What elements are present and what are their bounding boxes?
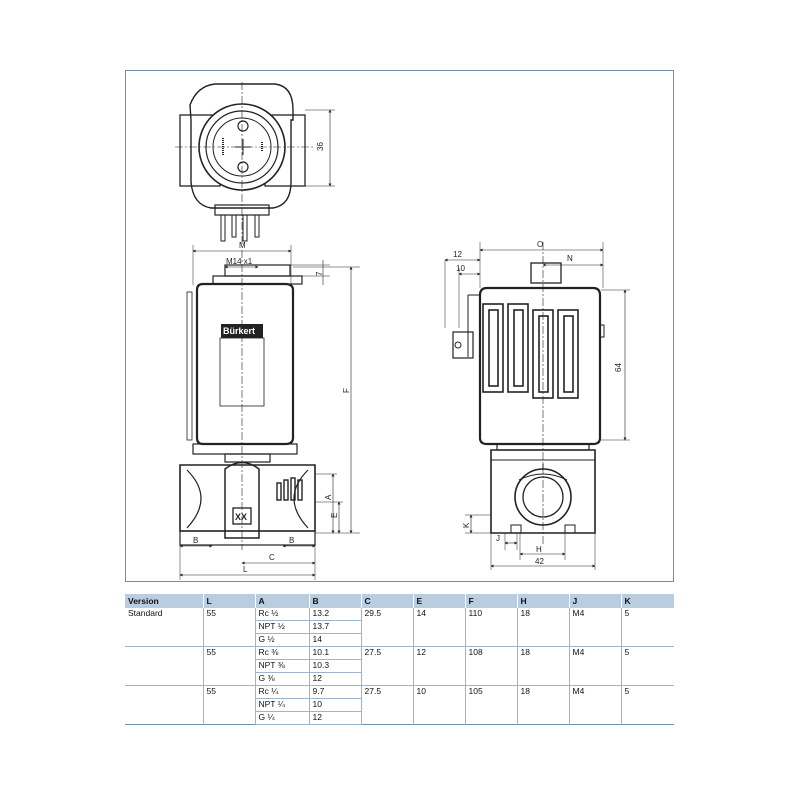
dim-h-label: H [536, 545, 542, 554]
brand-label: Bürkert [223, 326, 255, 336]
dim-e-label: E [330, 513, 339, 518]
header-e: E [412, 594, 465, 608]
cell-f: 105 [464, 685, 517, 725]
cell-h: 18 [516, 646, 569, 686]
table-row: NPT ¼ 10 [125, 698, 674, 712]
header-a: A [254, 594, 309, 608]
top-view [175, 82, 335, 245]
cell-k: 5 [620, 646, 674, 686]
cell-j: M4 [568, 646, 621, 686]
cell-b: 10.3 [308, 659, 361, 673]
table-header-row: Version L A B C E F H J K [125, 594, 674, 608]
dim-c-label: C [269, 553, 275, 562]
cell-a: NPT ¼ [254, 698, 309, 712]
table-row: NPT ⅜ 10.3 [125, 659, 674, 673]
cell-h: 18 [516, 685, 569, 725]
cell-f: 110 [464, 608, 517, 647]
dim-f-label: F [342, 388, 351, 393]
cell-a: NPT ½ [254, 620, 309, 634]
cell-b: 14 [308, 633, 361, 647]
dim-k-label: K [462, 522, 471, 528]
dim-36-label: 36 [316, 142, 325, 151]
dim-10-label: 10 [456, 264, 465, 273]
dim-64-label: 64 [614, 363, 623, 372]
dim-m-label: M [239, 241, 246, 250]
header-c: C [360, 594, 413, 608]
cell-l: 55 [202, 646, 255, 686]
cell-b: 10.1 [308, 646, 361, 660]
cell-c: 27.5 [360, 685, 413, 725]
cell-b: 12 [308, 711, 361, 725]
cell-b: 12 [308, 672, 361, 686]
cell-a: Rc ½ [254, 608, 309, 621]
front-view [179, 245, 360, 580]
cell-c: 29.5 [360, 608, 413, 647]
dimension-table: Version L A B C E F H J K Standard 55 Rc… [125, 594, 674, 725]
dim-7-label: 7 [315, 271, 324, 276]
cell-a: G ⅜ [254, 672, 309, 686]
dim-n-label: N [567, 254, 573, 263]
header-f: F [464, 594, 517, 608]
cell-version [125, 646, 203, 686]
dim-o-label: O [537, 240, 543, 249]
dim-b-left-label: B [193, 536, 198, 545]
technical-drawing: 36 [175, 82, 630, 580]
cell-e: 10 [412, 685, 465, 725]
cell-j: M4 [568, 685, 621, 725]
header-h: H [516, 594, 569, 608]
dim-j-label: J [496, 534, 500, 543]
cell-a: G ¼ [254, 711, 309, 725]
header-l: L [202, 594, 255, 608]
cell-l: 55 [202, 608, 255, 647]
cell-a: NPT ⅜ [254, 659, 309, 673]
header-version: Version [125, 594, 203, 608]
cell-l: 55 [202, 685, 255, 725]
dim-42-label: 42 [535, 557, 544, 566]
cell-version: Standard [125, 608, 203, 647]
cell-e: 12 [412, 646, 465, 686]
header-b: B [308, 594, 361, 608]
dim-12-label: 12 [453, 250, 462, 259]
table-row: 55 Rc ⅜ 10.1 27.5 12 108 18 M4 5 [125, 646, 674, 686]
dim-l-label: L [243, 565, 248, 574]
header-k: K [620, 594, 674, 608]
cell-a: G ½ [254, 633, 309, 647]
cell-h: 18 [516, 608, 569, 647]
cell-f: 108 [464, 646, 517, 686]
cell-b: 13.2 [308, 608, 361, 621]
dim-b-right-label: B [289, 536, 294, 545]
cell-a: Rc ¼ [254, 685, 309, 699]
dim-m14-label: M14 x1 [226, 257, 253, 266]
cell-k: 5 [620, 685, 674, 725]
cell-b: 9.7 [308, 685, 361, 699]
table-row: G ⅜ 12 [125, 672, 674, 686]
table-row: G ½ 14 [125, 633, 674, 647]
cell-k: 5 [620, 608, 674, 647]
cell-b: 10 [308, 698, 361, 712]
cell-b: 13.7 [308, 620, 361, 634]
dim-a-label: A [324, 494, 333, 500]
cell-version [125, 686, 203, 725]
table-row: NPT ½ 13.7 [125, 620, 674, 634]
marking-label: XX [235, 512, 247, 522]
table-row: 55 Rc ¼ 9.7 27.5 10 105 18 M4 5 [125, 685, 674, 725]
cell-c: 27.5 [360, 646, 413, 686]
cell-j: M4 [568, 608, 621, 647]
side-view [444, 242, 630, 570]
table-row: Standard 55 Rc ½ 13.2 29.5 14 110 18 M4 … [125, 608, 674, 647]
cell-e: 14 [412, 608, 465, 647]
cell-a: Rc ⅜ [254, 646, 309, 660]
table-row: G ¼ 12 [125, 711, 674, 725]
header-j: J [568, 594, 621, 608]
